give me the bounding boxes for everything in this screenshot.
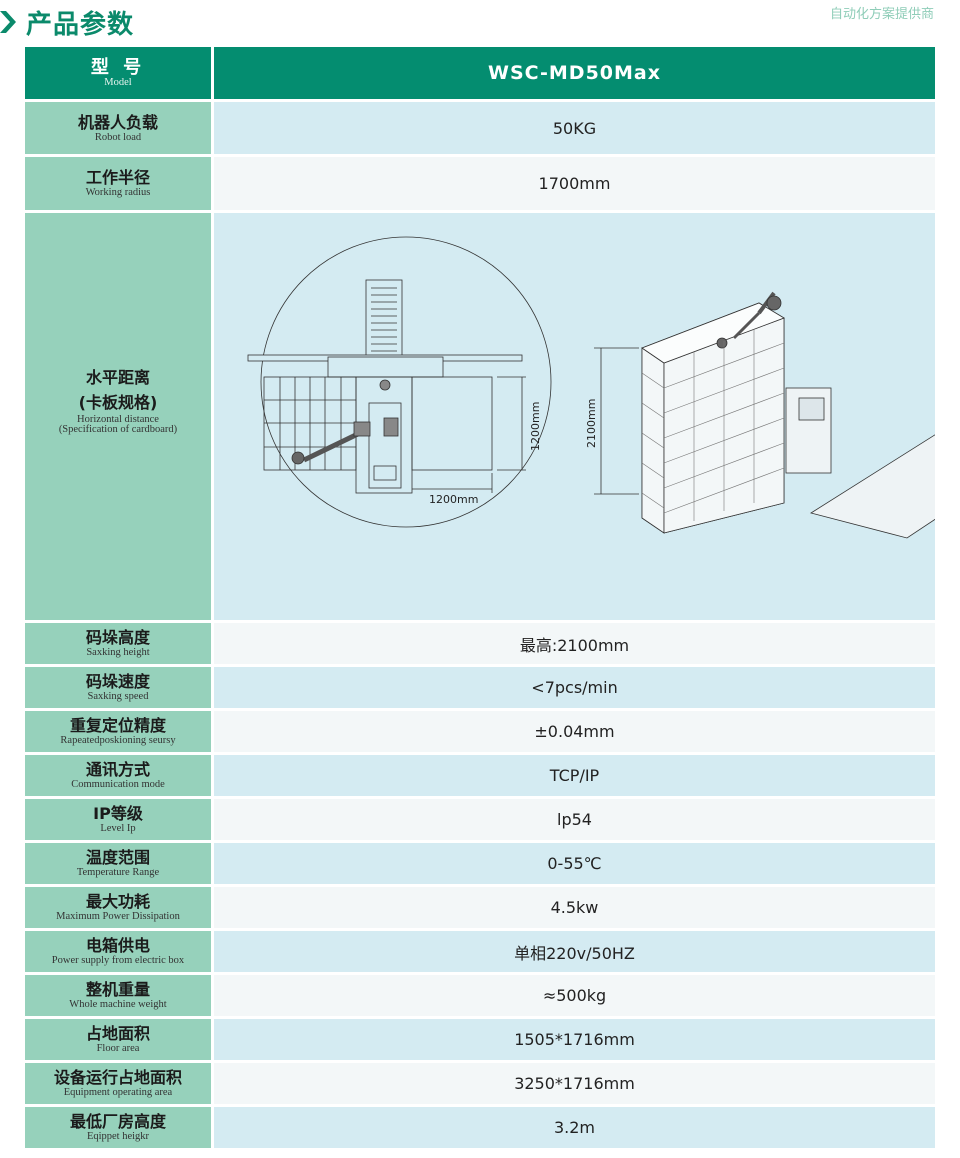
row-value: TCP/IP [214, 755, 935, 796]
row-label-en: Working radius [85, 187, 151, 198]
row-label-en: Eqippet heigkr [86, 1131, 150, 1142]
row-label-cn: 整机重量 [85, 980, 150, 999]
row-label-en: Equipment operating area [63, 1087, 173, 1098]
row-value: ±0.04mm [214, 711, 935, 752]
table-row: 机器人负载 Robot load 50KG [25, 102, 935, 154]
row-label-cn: 设备运行占地面积 [53, 1068, 182, 1087]
row-value: 1505*1716mm [214, 1019, 935, 1060]
row-label-cn: 码垛速度 [85, 672, 150, 691]
row-value: 最高:2100mm [214, 623, 935, 664]
section-title: 产品参数 [0, 2, 134, 42]
row-value: ≈500kg [214, 975, 935, 1016]
row-label-en: Level Ip [100, 823, 136, 834]
row-label-en: Rapeatedposkioning seursy [60, 735, 176, 746]
table-row: 工作半径 Working radius 1700mm [25, 157, 935, 210]
table-row-diagram: 水平距离 (卡板规格) Horizontal distance (Specifi… [25, 213, 935, 620]
iso-height-dim: 2100mm [585, 399, 598, 448]
row-label-en: Horizontal distance [77, 414, 159, 425]
row-label-en-2: (Specification of cardboard) [58, 424, 178, 435]
row-label-cn: 通讯方式 [85, 760, 150, 779]
chevron-right-icon [0, 11, 16, 33]
row-label-cn: 工作半径 [85, 168, 150, 187]
row-label-en: Saxking height [86, 647, 150, 658]
row-label-en: Saxking speed [87, 691, 149, 702]
row-label-cn: 最低厂房高度 [69, 1112, 166, 1131]
table-header: 型 号 Model WSC-MD50Max [25, 47, 935, 99]
page-title: 产品参数 [26, 9, 135, 40]
top-width-dim: 1200mm [429, 493, 478, 506]
row-label-cn: 电箱供电 [85, 936, 150, 955]
spec-table: 型 号 Model WSC-MD50Max 机器人负载 Robot load 5… [25, 47, 935, 1151]
row-value: 50KG [214, 102, 935, 154]
header-label-cn: 型 号 [90, 56, 146, 78]
row-value: 4.5kw [214, 887, 935, 928]
row-value: <7pcs/min [214, 667, 935, 708]
row-label-cn: 机器人负载 [77, 112, 158, 132]
row-value: 单相220v/50HZ [214, 931, 935, 972]
row-label-cn-2: (卡板规格) [78, 393, 158, 412]
row-label-en: Floor area [96, 1043, 140, 1054]
row-label-en: Whole machine weight [69, 999, 167, 1010]
row-label-cn: 重复定位精度 [69, 716, 166, 735]
tagline: 自动化方案提供商 [829, 7, 934, 22]
row-value: 3.2m [214, 1107, 935, 1148]
diagram-panel: 1200mm 1200mm [214, 213, 935, 620]
header-label-en: Model [104, 76, 132, 88]
row-label: 水平距离 (卡板规格) Horizontal distance (Specifi… [25, 213, 211, 620]
row-value: 3250*1716mm [214, 1063, 935, 1104]
row-label-cn: 码垛高度 [85, 628, 150, 647]
row-label-en: Maximum Power Dissipation [56, 911, 180, 922]
row-label-en: Temperature Range [76, 867, 160, 878]
row-label-en: Communication mode [71, 779, 165, 790]
row-label-cn: 温度范围 [85, 848, 150, 867]
row-label-cn: 水平距离 [85, 368, 150, 387]
layout-diagram: 1200mm 1200mm [247, 236, 935, 539]
row-label: 工作半径 Working radius [25, 157, 211, 210]
row-value: 0-55℃ [214, 843, 935, 884]
top-view-drawing [247, 236, 552, 528]
top-depth-dim: 1200mm [529, 402, 542, 451]
row-label-cn: IP等级 [93, 804, 143, 823]
model-value: WSC-MD50Max [214, 47, 935, 99]
row-label-cn: 占地面积 [85, 1024, 150, 1043]
header-label: 型 号 Model [25, 47, 211, 99]
row-label: 机器人负载 Robot load [25, 102, 211, 154]
row-label-en: Power supply from electric box [51, 955, 185, 966]
row-value: lp54 [214, 799, 935, 840]
row-value: 1700mm [214, 157, 935, 210]
row-label-cn: 最大功耗 [85, 892, 150, 911]
iso-view-drawing [594, 291, 935, 539]
row-label-en: Robot load [94, 131, 142, 143]
